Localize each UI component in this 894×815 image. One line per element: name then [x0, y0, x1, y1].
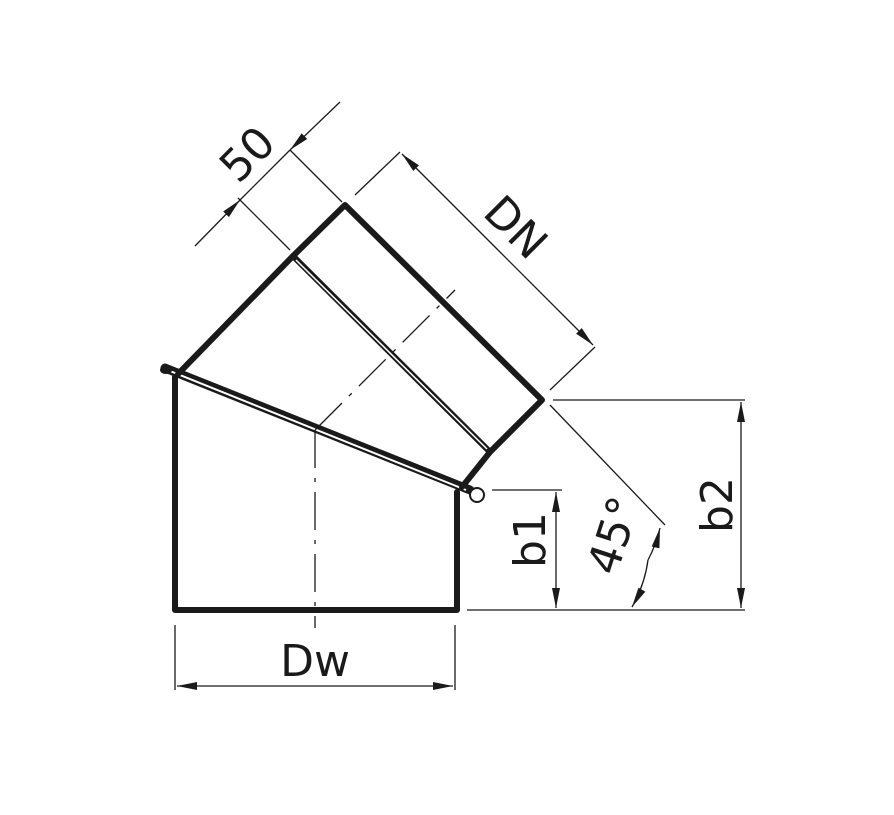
label-b1: b1 — [505, 512, 556, 568]
lower-segment — [172, 374, 460, 613]
label-b2: b2 — [692, 477, 743, 533]
center-line-diagonal — [314, 289, 456, 431]
upper-collar — [290, 202, 545, 455]
dimension-dw: Dw — [174, 625, 456, 690]
upper-segment — [175, 253, 493, 490]
label-dw: Dw — [280, 636, 350, 687]
label-angle: 45° — [578, 491, 651, 581]
label-50: 50 — [210, 117, 286, 193]
seam-joint — [160, 363, 485, 503]
label-dn: DN — [474, 186, 557, 269]
dimension-b2: b2 — [692, 402, 745, 608]
dimension-angle: 45° — [549, 404, 666, 608]
dimension-b1: b1 — [505, 492, 560, 608]
collar-seam-inner — [295, 259, 488, 450]
